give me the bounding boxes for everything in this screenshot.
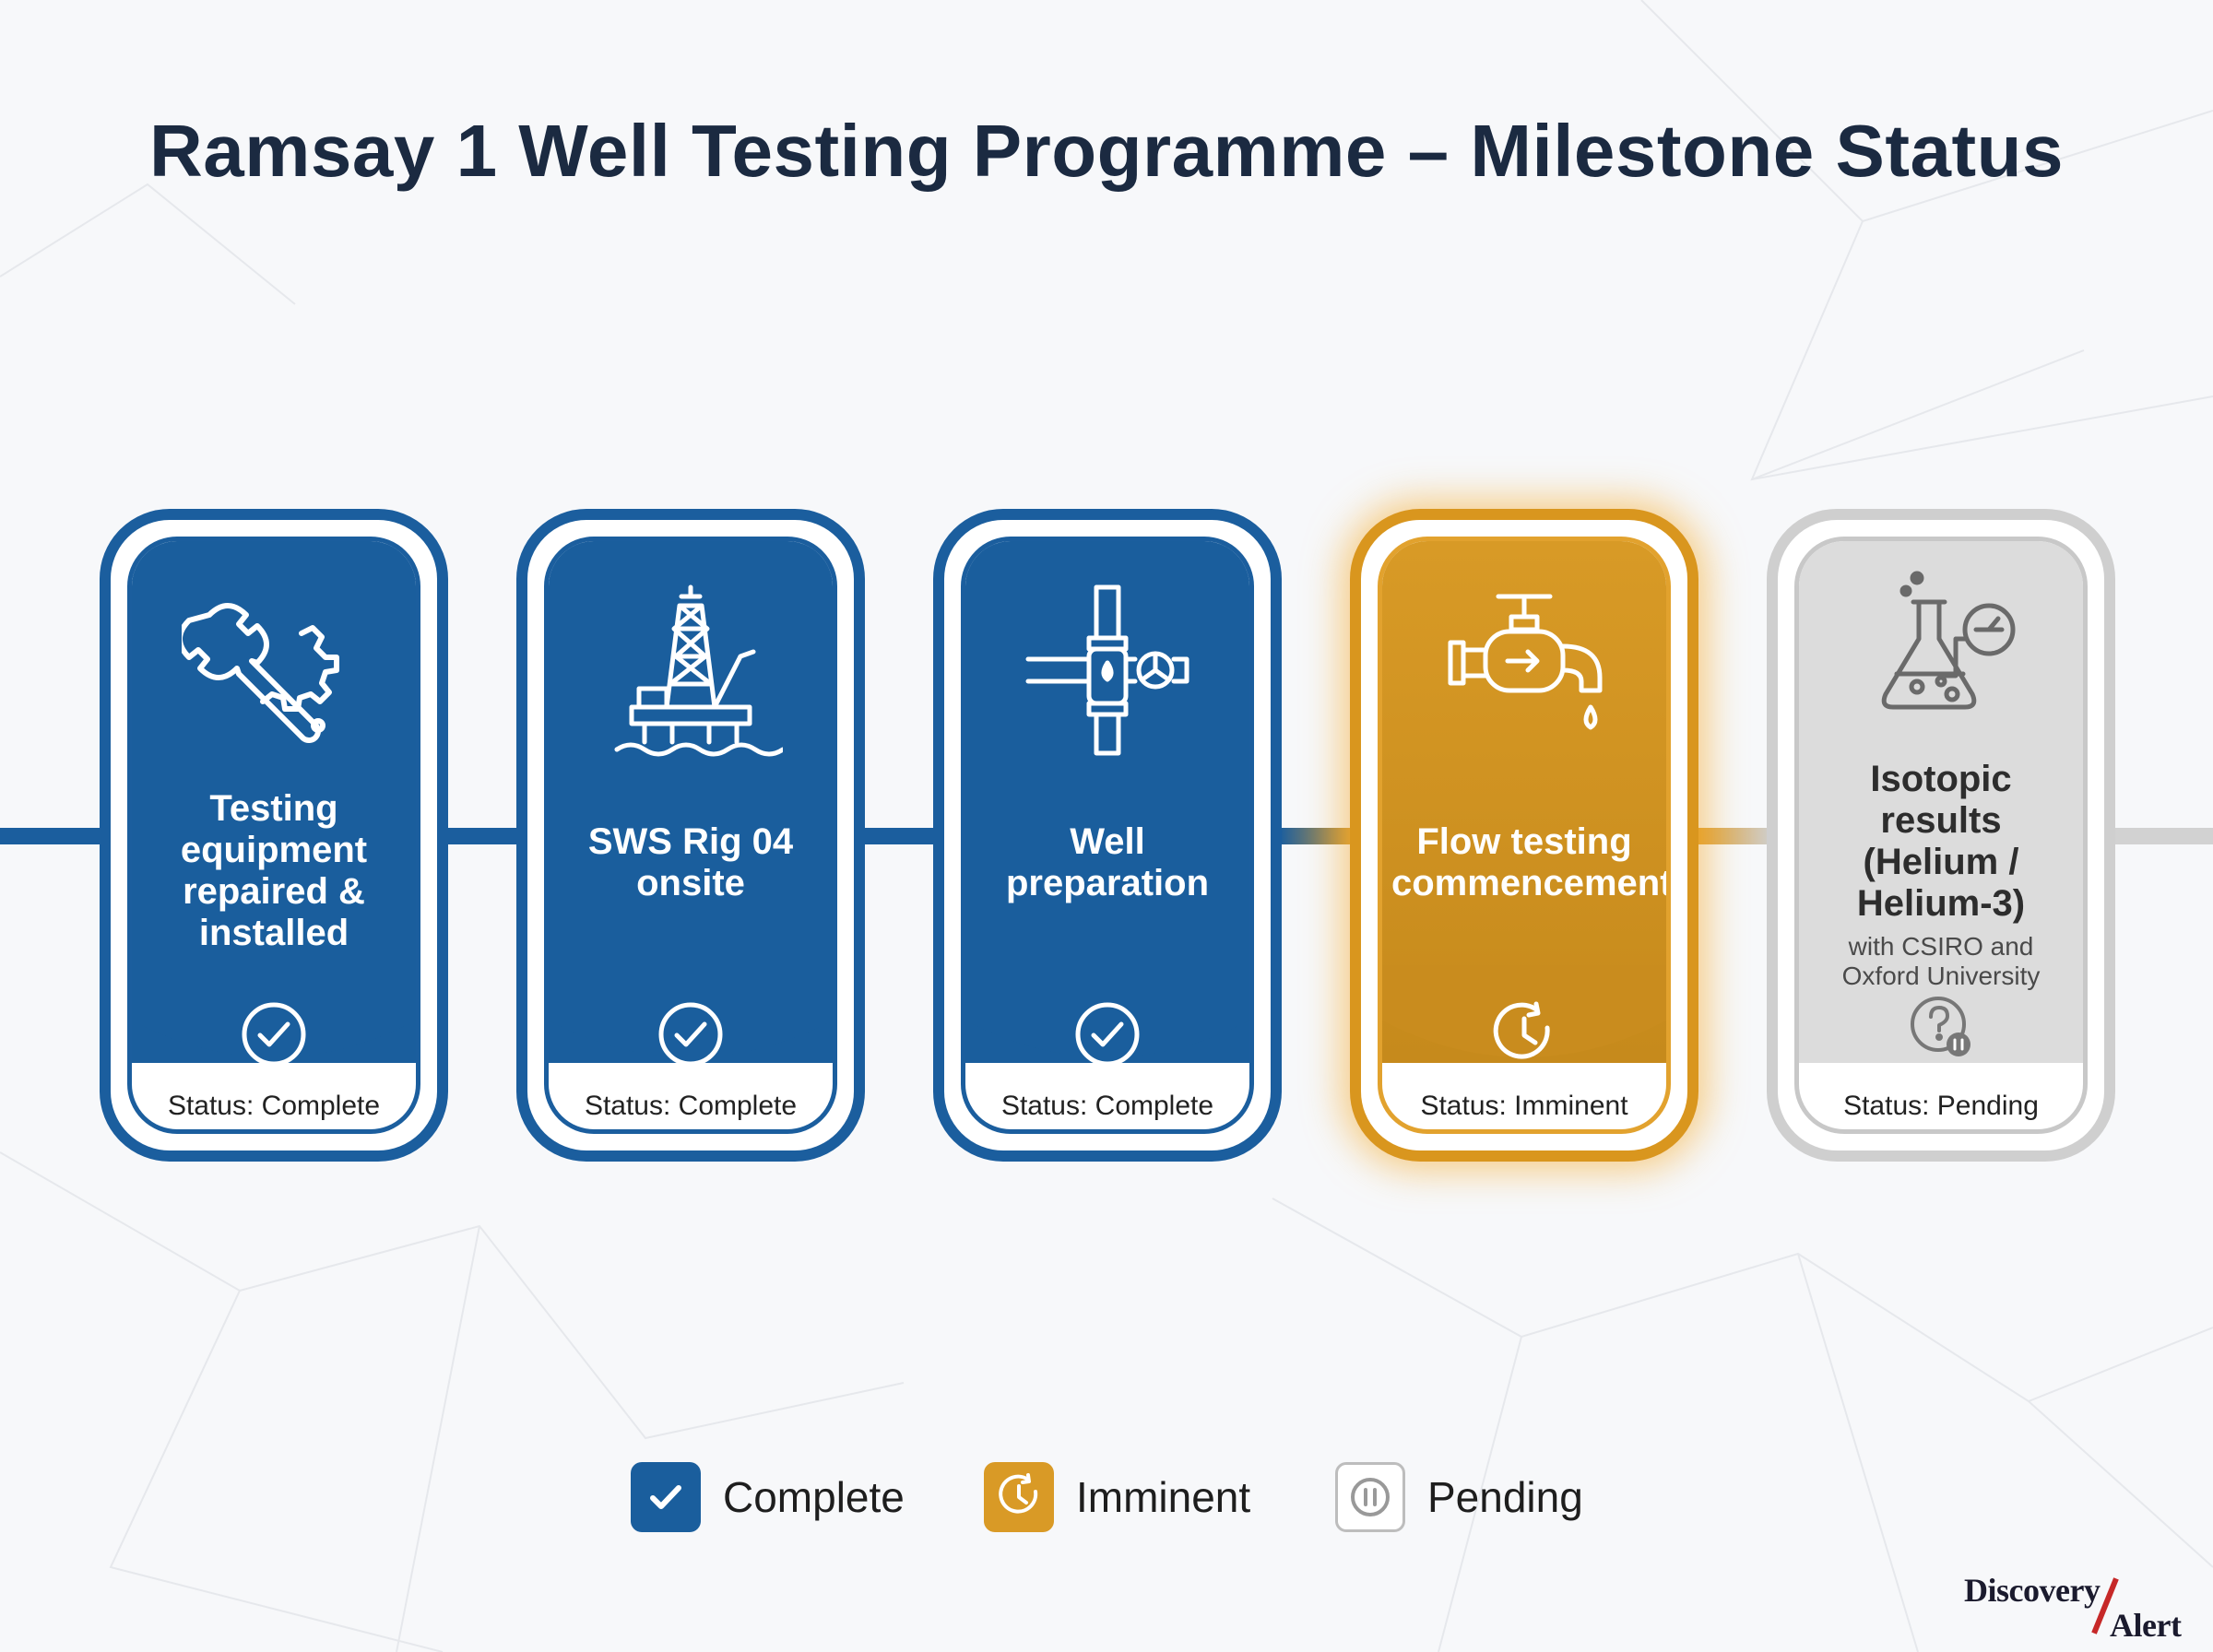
brand-line1: Discovery	[1964, 1572, 2101, 1609]
connector-line	[0, 828, 109, 844]
connector-line	[446, 828, 522, 844]
wrench-gear-icon	[182, 603, 339, 743]
clock-icon	[1493, 1001, 1550, 1059]
page-title: Ramsay 1 Well Testing Programme – Milest…	[148, 110, 2064, 192]
faucet-flow-icon	[1448, 594, 1603, 730]
card-wave	[1799, 965, 2083, 1057]
status-text: Status: Imminent	[1420, 1091, 1628, 1121]
milestone-card-flow-testing: Flow testing commencement Status: Immine…	[1350, 509, 1698, 1162]
legend: Complete Imminent Pending	[0, 1458, 2213, 1541]
milestone-sublabel: with CSIRO and Oxford University	[1841, 932, 2041, 990]
offshore-rig-icon	[614, 584, 783, 757]
card-inner: Well preparation Status: Complete	[961, 537, 1254, 1134]
brand-line2: Alert	[2110, 1607, 2182, 1644]
pause-icon	[1335, 1462, 1405, 1532]
pending-question-icon	[1911, 997, 1970, 1056]
legend-label: Imminent	[1076, 1473, 1251, 1521]
status-text: Status: Complete	[1000, 1091, 1214, 1121]
card-inner: Flow testing commencement Status: Immine…	[1378, 537, 1671, 1134]
flask-gauge-icon	[1881, 571, 2016, 710]
connector-line	[2113, 828, 2213, 844]
connector-line	[863, 828, 939, 844]
connector-line	[1697, 828, 1772, 844]
card-wave	[1382, 965, 1666, 1057]
check-circle-icon	[658, 1002, 723, 1067]
card-inner: Testing equipment repaired & installed S…	[127, 537, 420, 1134]
card-wave	[132, 965, 416, 1057]
milestone-label: Well preparation	[1005, 821, 1210, 903]
brand-logo: Discovery Alert	[1964, 1571, 2204, 1645]
milestone-label: Isotopic results (Helium / Helium-3)	[1856, 759, 2026, 924]
milestone-card-well-prep: Well preparation Status: Complete	[933, 509, 1282, 1162]
card-wave	[549, 965, 833, 1057]
status-text: Status: Pending	[1843, 1091, 2039, 1121]
status-text: Status: Complete	[584, 1091, 798, 1121]
legend-item-imminent: Imminent	[984, 1458, 1250, 1536]
legend-item-pending: Pending	[1335, 1458, 1583, 1536]
pipe-valve-icon	[1025, 584, 1189, 756]
milestone-card-rig: SWS Rig 04 onsite Status: Complete	[516, 509, 865, 1162]
check-circle-icon	[242, 1002, 306, 1067]
milestone-label: Testing equipment repaired & installed	[180, 788, 368, 953]
legend-label: Complete	[723, 1473, 905, 1521]
clock-icon	[984, 1462, 1054, 1532]
milestone-card-isotopic: Isotopic results (Helium / Helium-3) wit…	[1767, 509, 2115, 1162]
card-wave	[965, 965, 1249, 1057]
legend-label: Pending	[1427, 1473, 1583, 1521]
check-circle-icon	[1075, 1002, 1140, 1067]
card-inner: SWS Rig 04 onsite Status: Complete	[544, 537, 837, 1134]
milestone-label: Flow testing commencement	[1391, 821, 1671, 903]
check-icon	[631, 1462, 701, 1532]
legend-item-complete: Complete	[631, 1458, 905, 1536]
milestone-card-equipment: Testing equipment repaired & installed S…	[100, 509, 448, 1162]
card-inner: Isotopic results (Helium / Helium-3) wit…	[1794, 537, 2088, 1134]
connector-line	[1280, 828, 1355, 844]
milestone-label: SWS Rig 04 onsite	[587, 821, 794, 903]
status-text: Status: Complete	[167, 1091, 381, 1121]
